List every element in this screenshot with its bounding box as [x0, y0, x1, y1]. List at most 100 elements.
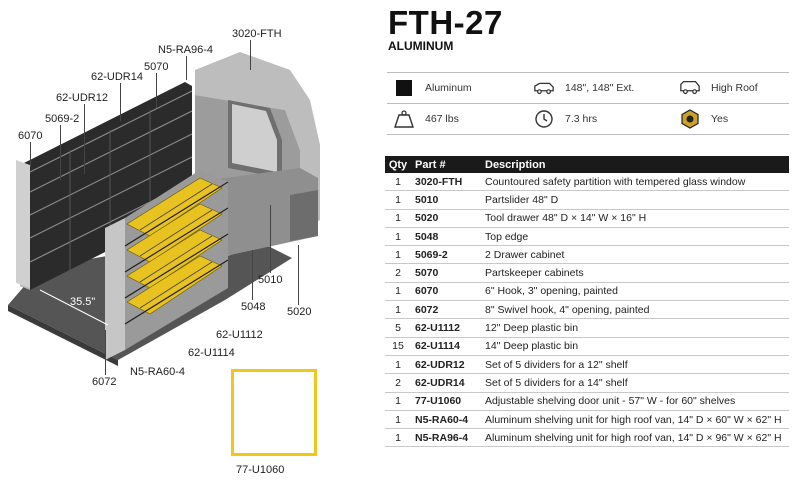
spec-label: 148", 148" Ext.: [565, 82, 635, 94]
callout-5020: 5020: [287, 306, 312, 318]
cell-qty: 2: [385, 263, 411, 283]
spec-row: Aluminum 148", 148" Ext. High Roof: [387, 72, 789, 104]
spec-weight: 467 lbs: [393, 104, 459, 134]
cell-part: 5020: [411, 209, 481, 228]
product-info-panel: FTH-27 ALUMINUM Aluminum 148", 148" Ext.…: [385, 0, 800, 481]
spec-label: 467 lbs: [425, 113, 459, 125]
callout-n5-ra60-4: N5-RA60-4: [130, 366, 186, 378]
cell-part: 62-U1114: [411, 337, 481, 356]
cell-part: N5-RA60-4: [411, 410, 481, 430]
inset-door-unit-frame: [231, 369, 317, 456]
cell-qty: 1: [385, 190, 411, 210]
clock-icon: [533, 109, 555, 129]
spec-hardware: Yes: [679, 104, 728, 134]
spec-roof: High Roof: [679, 73, 758, 103]
header-qty: Qty: [385, 156, 411, 173]
cell-qty: 1: [385, 209, 411, 228]
dimension-label: 35.5": [70, 296, 96, 308]
cell-description: 14" Deep plastic bin: [481, 337, 789, 356]
parts-table-header: Qty Part # Description: [385, 156, 789, 173]
callout-62-u1112: 62-U1112: [216, 329, 263, 341]
cell-part: N5-RA96-4: [411, 428, 481, 448]
spec-label: Yes: [711, 113, 729, 125]
material-heading: ALUMINUM: [388, 39, 454, 53]
cell-qty: 1: [385, 410, 411, 430]
cell-description: Aluminum shelving unit for high roof van…: [481, 410, 789, 430]
callout-62-udr14: 62-UDR14: [91, 71, 143, 83]
spec-row: 467 lbs 7.3 hrs Yes: [387, 104, 789, 135]
cell-part: 5070: [411, 263, 481, 283]
weight-icon: [393, 109, 415, 129]
callout-3020-fth: 3020-FTH: [232, 28, 282, 40]
callout-77-u1060: 77-U1060: [236, 464, 285, 476]
cell-qty: 2: [385, 373, 411, 393]
cell-qty: 1: [385, 355, 411, 375]
cell-qty: 1: [385, 245, 411, 265]
callout-5069-2: 5069-2: [45, 113, 80, 125]
callout-6072: 6072: [92, 376, 117, 388]
cell-qty: 15: [385, 337, 411, 356]
hardware-nut-icon: [679, 109, 701, 129]
product-title: FTH-27: [388, 4, 503, 41]
cell-description: Set of 5 dividers for a 14" shelf: [481, 373, 789, 393]
cell-description: 8" Swivel hook, 4" opening, painted: [481, 300, 789, 320]
cell-qty: 1: [385, 173, 411, 192]
cell-description: Tool drawer 48" D × 14" W × 16" H: [481, 209, 789, 228]
cell-part: 5069-2: [411, 245, 481, 265]
cell-part: 5010: [411, 190, 481, 210]
cell-description: 12" Deep plastic bin: [481, 318, 789, 338]
spec-label: High Roof: [711, 82, 758, 94]
cell-description: Countoured safety partition with tempere…: [481, 173, 789, 192]
callout-5070: 5070: [144, 61, 169, 73]
spec-grid: Aluminum 148", 148" Ext. High Roof 46: [387, 72, 789, 135]
cell-description: Adjustable shelving door unit - 57" W - …: [481, 392, 789, 411]
cell-qty: 1: [385, 392, 411, 411]
cell-part: 6072: [411, 300, 481, 320]
spec-length: 148", 148" Ext.: [533, 73, 634, 103]
cell-description: Partskeeper cabinets: [481, 263, 789, 283]
cell-part: 62-U1112: [411, 318, 481, 338]
spec-label: Aluminum: [425, 82, 472, 94]
cell-description: Partslider 48" D: [481, 190, 789, 210]
cell-description: Aluminum shelving unit for high roof van…: [481, 428, 789, 448]
square-swatch-icon: [393, 78, 415, 98]
cell-part: 6070: [411, 282, 481, 302]
cell-qty: 1: [385, 300, 411, 320]
cell-part: 3020-FTH: [411, 173, 481, 192]
callout-5048: 5048: [241, 301, 266, 313]
high-roof-van-icon: [679, 78, 701, 98]
cell-description: Set of 5 dividers for a 12" shelf: [481, 355, 789, 375]
spec-install-time: 7.3 hrs: [533, 104, 597, 134]
cell-part: 62-UDR12: [411, 355, 481, 375]
cell-qty: 5: [385, 318, 411, 338]
cell-qty: 1: [385, 428, 411, 448]
cell-qty: 1: [385, 227, 411, 247]
callout-n5-ra96-4: N5-RA96-4: [158, 44, 214, 56]
cell-part: 62-UDR14: [411, 373, 481, 393]
callout-6070: 6070: [18, 130, 43, 142]
callout-62-udr12: 62-UDR12: [56, 92, 108, 104]
van-shelving-drawing: [8, 52, 320, 432]
header-description: Description: [481, 156, 789, 173]
cell-part: 77-U1060: [411, 392, 481, 411]
cell-qty: 1: [385, 282, 411, 302]
cell-description: 6" Hook, 3" opening, painted: [481, 282, 789, 302]
van-length-icon: [533, 78, 555, 98]
spec-material: Aluminum: [393, 73, 472, 103]
cell-description: Top edge: [481, 227, 789, 247]
cell-part: 5048: [411, 227, 481, 247]
callout-62-u1114: 62-U1114: [188, 347, 235, 359]
